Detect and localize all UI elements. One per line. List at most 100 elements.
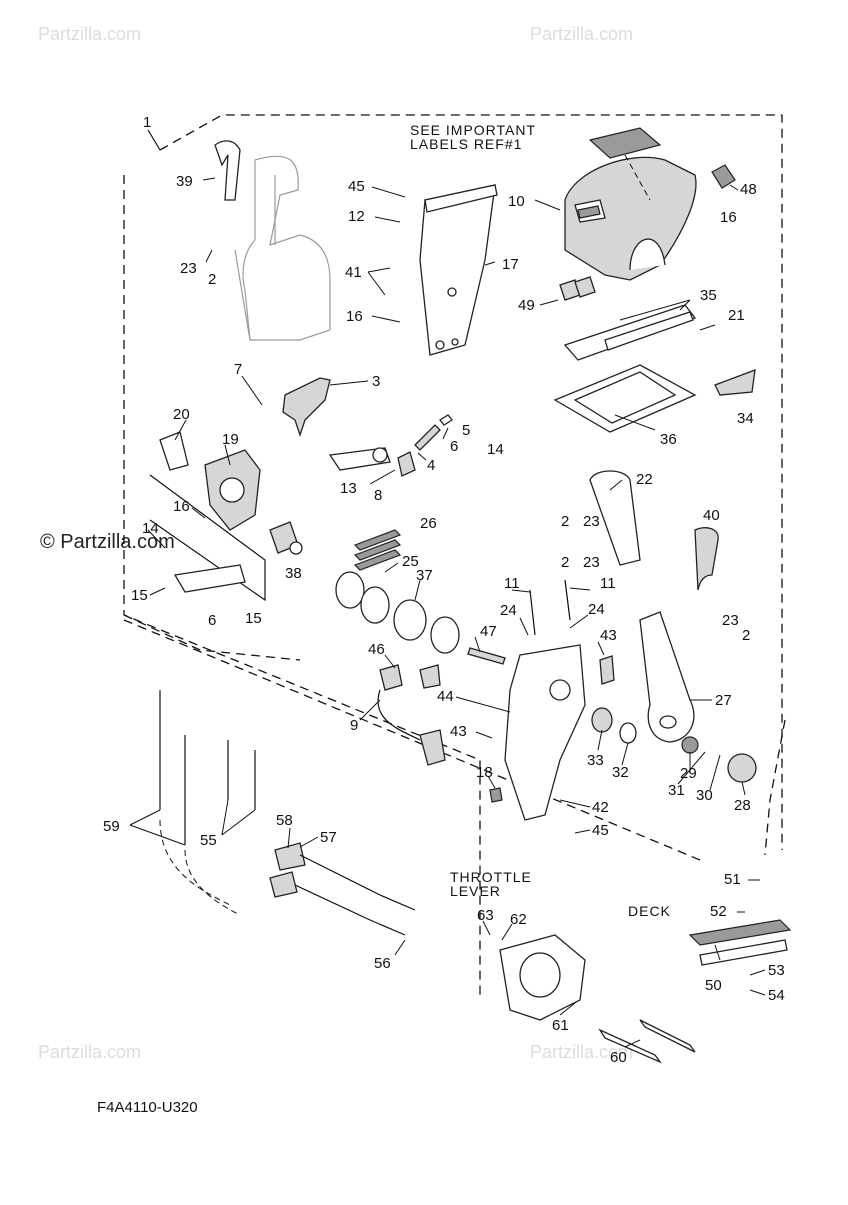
note-line-2: LABELS REF#1 bbox=[410, 136, 522, 152]
callout-50: 50 bbox=[705, 977, 722, 994]
callout-30: 30 bbox=[696, 787, 713, 804]
assembly-boundary-lower bbox=[123, 619, 701, 861]
assembly-boundary-inner bbox=[123, 614, 301, 661]
callout-52: 52 bbox=[710, 903, 727, 920]
part-38 bbox=[269, 521, 303, 555]
callout-5: 5 bbox=[462, 422, 470, 439]
callout-55: 55 bbox=[200, 832, 217, 849]
callout-59: 59 bbox=[103, 818, 120, 835]
throttle-label-line-1: THROTTLE bbox=[450, 869, 532, 885]
part-36-gasket bbox=[553, 364, 697, 433]
callout-38: 38 bbox=[285, 565, 302, 582]
callout-60: 60 bbox=[610, 1049, 627, 1066]
diagram-code: F4A4110-U320 bbox=[97, 1099, 198, 1116]
callout-16-b: 16 bbox=[720, 209, 737, 226]
callout-49: 49 bbox=[518, 297, 535, 314]
callout-15-b: 15 bbox=[245, 610, 262, 627]
callout-45-b: 45 bbox=[592, 822, 609, 839]
callout-53: 53 bbox=[768, 962, 785, 979]
assembly-boundary-upper bbox=[159, 114, 783, 850]
callout-21: 21 bbox=[728, 307, 745, 324]
callout-15-a: 15 bbox=[131, 587, 148, 604]
cables-59-55 bbox=[159, 690, 256, 916]
watermark-top-right: Partzilla.com bbox=[530, 24, 633, 44]
part-9-cable bbox=[377, 664, 446, 766]
callout-6-a: 6 bbox=[450, 438, 458, 455]
callout-43-b: 43 bbox=[450, 723, 467, 740]
housing-ghost-outline bbox=[234, 155, 331, 341]
callout-23-c: 23 bbox=[583, 554, 600, 571]
part-3-arm bbox=[282, 377, 331, 438]
callout-56: 56 bbox=[374, 955, 391, 972]
watermark-top-left: Partzilla.com bbox=[38, 24, 141, 44]
callout-8: 8 bbox=[374, 487, 382, 504]
part-40 bbox=[694, 527, 719, 591]
callout-1: 1 bbox=[143, 114, 151, 131]
callout-16-a: 16 bbox=[346, 308, 363, 325]
assembly-boundary-right bbox=[764, 719, 786, 856]
callout-28: 28 bbox=[734, 797, 751, 814]
callout-48: 48 bbox=[740, 181, 757, 198]
callout-35: 35 bbox=[700, 287, 717, 304]
callout-2: 2 bbox=[208, 271, 216, 288]
callout-54: 54 bbox=[768, 987, 785, 1004]
callout-61: 61 bbox=[552, 1017, 569, 1034]
part-27-lever bbox=[639, 611, 695, 743]
callout-7: 7 bbox=[234, 361, 242, 378]
part-18 bbox=[489, 787, 503, 803]
throttle-label-line-2: LEVER bbox=[450, 883, 501, 899]
part-35-plate bbox=[563, 304, 697, 361]
label-plate bbox=[588, 127, 662, 159]
part-22-lever bbox=[589, 470, 641, 566]
callout-2-b: 2 bbox=[561, 513, 569, 530]
part-26-shims bbox=[353, 529, 402, 571]
cables-57-56 bbox=[269, 842, 416, 936]
callout-12: 12 bbox=[348, 208, 365, 225]
callout-2-c: 2 bbox=[561, 554, 569, 571]
callout-51: 51 bbox=[724, 871, 741, 888]
callout-11-a: 11 bbox=[504, 575, 520, 592]
callout-numbers: 1 39 23 2 45 12 41 16 17 10 48 16 49 35 … bbox=[103, 114, 785, 1066]
callout-63: 63 bbox=[477, 907, 494, 924]
part-39-clip bbox=[214, 140, 241, 201]
watermark-bottom-left: Partzilla.com bbox=[38, 1042, 141, 1062]
callout-10: 10 bbox=[508, 193, 525, 210]
part-10-cover bbox=[564, 156, 697, 281]
label-leader bbox=[624, 154, 651, 201]
part-48-knob bbox=[711, 164, 736, 189]
note-line-1: SEE IMPORTANT bbox=[410, 122, 536, 138]
deck-plate bbox=[688, 919, 792, 966]
callout-36: 36 bbox=[660, 431, 677, 448]
callout-34: 34 bbox=[737, 410, 754, 427]
deck-label: DECK bbox=[628, 903, 671, 919]
callout-44: 44 bbox=[437, 688, 454, 705]
callout-46: 46 bbox=[368, 641, 385, 658]
callout-42: 42 bbox=[592, 799, 609, 816]
part-17-bracket bbox=[419, 184, 498, 356]
callout-47: 47 bbox=[480, 623, 497, 640]
callout-27: 27 bbox=[715, 692, 732, 709]
callout-43-a: 43 bbox=[600, 627, 617, 644]
callout-33: 33 bbox=[587, 752, 604, 769]
callout-20: 20 bbox=[173, 406, 190, 423]
callout-2-d: 2 bbox=[742, 627, 750, 644]
part-47-shaft bbox=[467, 647, 506, 665]
callout-11-b: 11 bbox=[600, 575, 616, 592]
callout-37: 37 bbox=[416, 567, 433, 584]
part-19-20-housing bbox=[159, 431, 261, 531]
callout-58: 58 bbox=[276, 812, 293, 829]
callout-22: 22 bbox=[636, 471, 653, 488]
leader-lines bbox=[129, 177, 766, 1048]
assembly-boundary-left bbox=[123, 175, 481, 1000]
main-housing bbox=[504, 644, 615, 821]
callout-13: 13 bbox=[340, 480, 357, 497]
callout-31: 31 bbox=[668, 782, 685, 799]
part-15-plate bbox=[149, 474, 266, 602]
callout-40: 40 bbox=[703, 507, 720, 524]
callout-26: 26 bbox=[420, 515, 437, 532]
callout-25: 25 bbox=[402, 553, 419, 570]
part-13-shift-arm bbox=[328, 447, 391, 471]
callout-57: 57 bbox=[320, 829, 337, 846]
callout-24-b: 24 bbox=[588, 601, 605, 618]
